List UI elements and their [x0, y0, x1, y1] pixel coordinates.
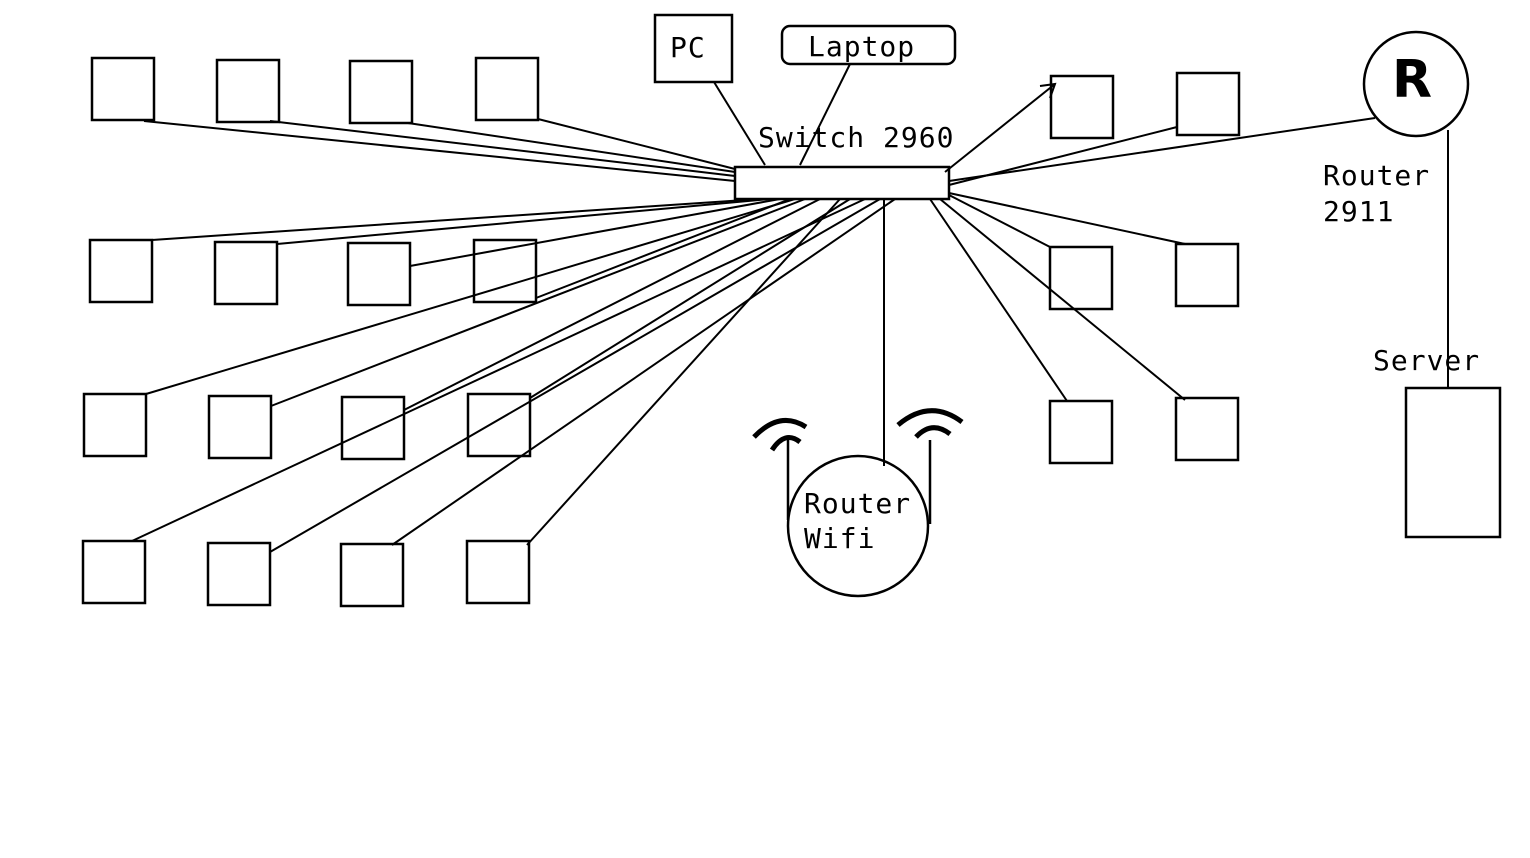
left-node: [472, 238, 538, 304]
left-node: [215, 58, 281, 124]
wifi-signal-icon: [752, 408, 964, 524]
pc-box: [653, 13, 734, 84]
router-label-line1: Router: [1323, 159, 1431, 192]
switch-label: Switch 2960: [758, 121, 955, 154]
router-circle: [1362, 30, 1470, 138]
right-node: [1048, 399, 1114, 465]
left-node: [206, 541, 272, 607]
right-node: [1048, 245, 1114, 311]
server-label: Server: [1373, 344, 1481, 377]
left-node: [340, 395, 406, 461]
wifi-label-line2: Wifi: [804, 522, 876, 555]
laptop-label: Laptop: [808, 30, 916, 63]
left-node: [82, 392, 148, 458]
server-box: [1404, 386, 1502, 539]
pc-label: PC: [670, 31, 706, 64]
right-node: [1175, 71, 1241, 137]
right-node: [1174, 242, 1240, 308]
right-node: [1049, 74, 1115, 140]
right-node: [1174, 396, 1240, 462]
left-node: [90, 56, 156, 122]
left-node: [465, 539, 531, 605]
left-node: [88, 238, 154, 304]
switch-box: [733, 165, 951, 201]
left-node: [207, 394, 273, 460]
router-label-line2: 2911: [1323, 195, 1395, 228]
wifi-label-line1: Router: [804, 487, 912, 520]
wifi-router-circle: [786, 454, 930, 598]
left-node: [348, 59, 414, 125]
left-node: [81, 539, 147, 605]
connection-lines: [131, 63, 1449, 553]
left-node: [466, 392, 532, 458]
left-node: [339, 542, 405, 608]
left-node: [346, 241, 412, 307]
laptop-box: [780, 24, 957, 66]
left-node: [213, 240, 279, 306]
router-symbol: R: [1392, 50, 1433, 110]
left-node: [474, 56, 540, 122]
